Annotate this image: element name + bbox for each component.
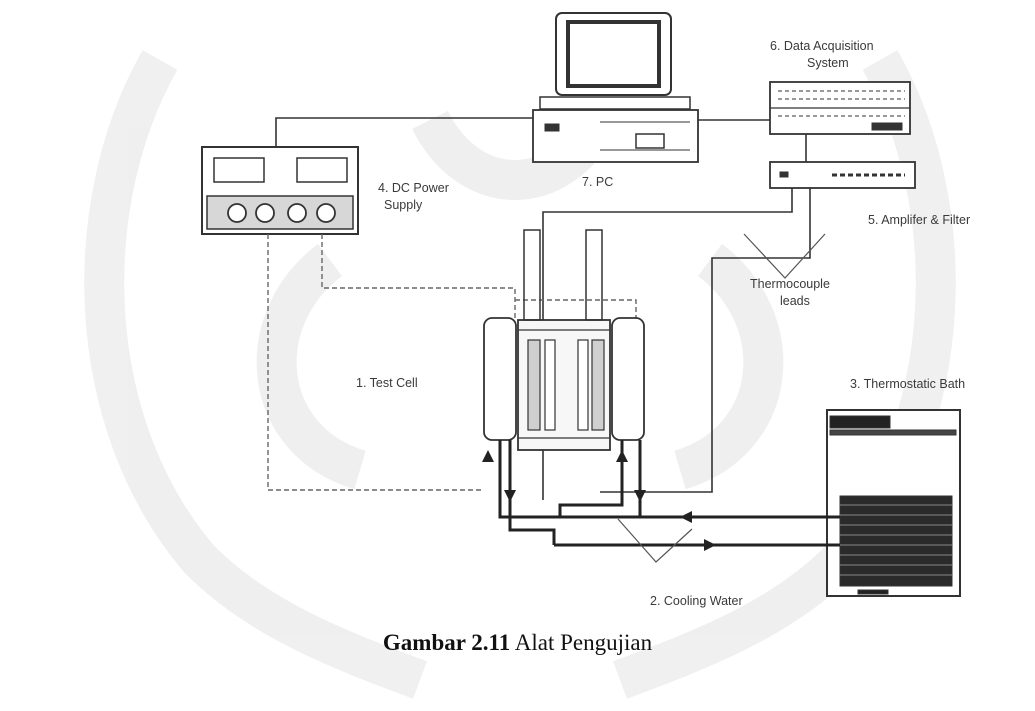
amplifier-filter [769, 161, 916, 189]
flow-arrows [482, 450, 716, 551]
caption-text: Alat Pengujian [514, 630, 653, 655]
label-bath: 3. Thermostatic Bath [850, 377, 965, 391]
label-daq-1: 6. Data Acquisition [770, 39, 874, 53]
test-cell [483, 229, 645, 451]
cooling-water-bracket [617, 518, 693, 563]
label-daq-2: System [807, 56, 849, 70]
pc [532, 12, 699, 163]
caption-number: Gambar 2.11 [382, 630, 511, 655]
watermark-seal [84, 50, 956, 699]
labels: 7. PC 6. Data Acquisition System 4. DC P… [356, 39, 970, 608]
thermostatic-bath [826, 409, 961, 597]
label-test-cell: 1. Test Cell [356, 376, 418, 390]
label-thermo-2: leads [780, 294, 810, 308]
dc-power-supply [201, 146, 359, 235]
label-cooling: 2. Cooling Water [650, 594, 743, 608]
thermocouple-bracket [743, 233, 826, 279]
label-pc: 7. PC [582, 175, 613, 189]
label-amplifier: 5. Amplifer & Filter [868, 213, 970, 227]
cooling-water-pipes [498, 440, 840, 547]
label-power-2: Supply [384, 198, 423, 212]
label-thermo-1: Thermocouple [750, 277, 830, 291]
figure-caption: Gambar 2.11 Alat Pengujian [0, 630, 1035, 656]
label-power-1: 4. DC Power [378, 181, 449, 195]
data-acquisition-system [769, 81, 911, 135]
